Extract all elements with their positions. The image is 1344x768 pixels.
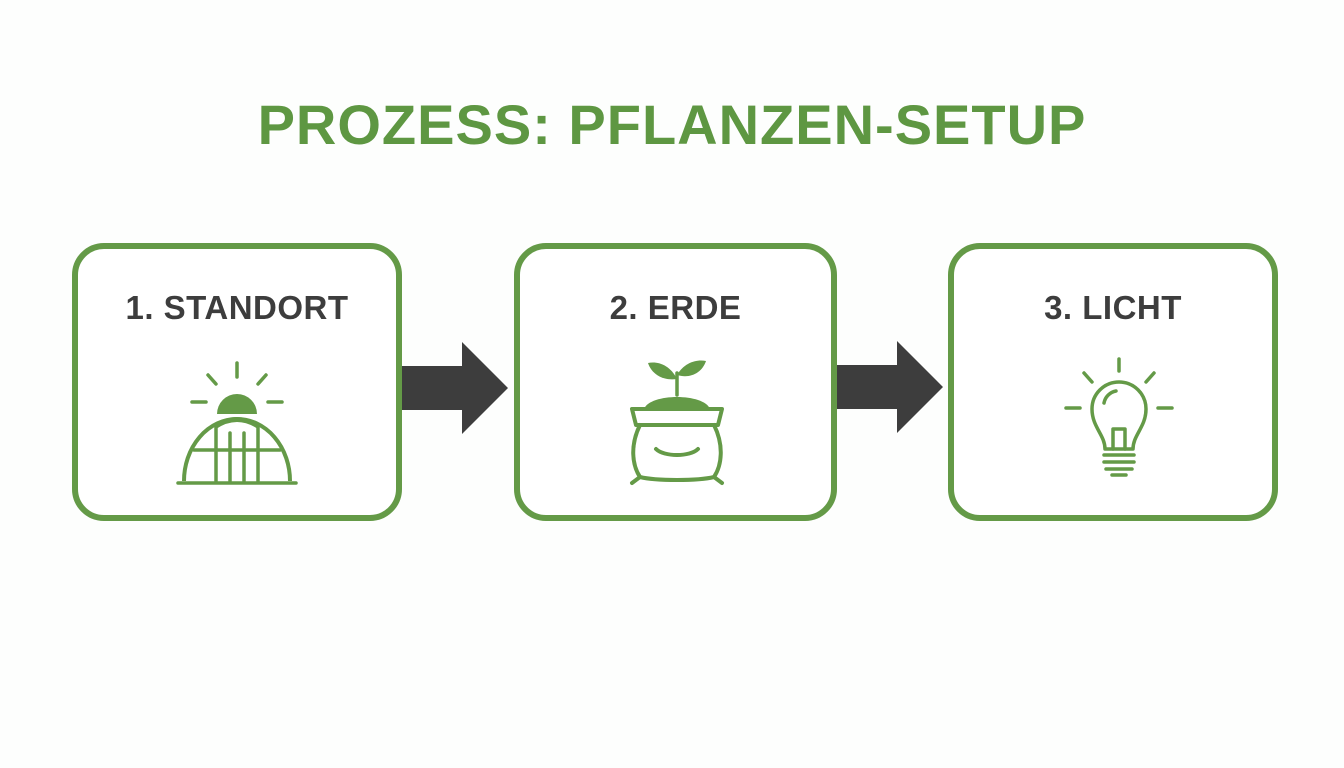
step-label: 1. STANDORT — [125, 289, 349, 326]
arrow-right-icon — [402, 342, 508, 434]
step-label: 3. LICHT — [1044, 289, 1182, 326]
soil-sack-sprout-icon — [630, 360, 724, 485]
page-title: PROZESS: PFLANZEN-SETUP — [257, 93, 1087, 156]
step-label: 2. ERDE — [609, 289, 742, 326]
light-bulb-icon — [1064, 357, 1174, 477]
step-box-standort: 1. STANDORT — [72, 243, 402, 521]
greenhouse-sun-icon — [176, 361, 298, 485]
step-box-licht: 3. LICHT — [948, 243, 1278, 521]
arrow-right-icon — [837, 341, 943, 433]
step-box-erde: 2. ERDE — [514, 243, 837, 521]
